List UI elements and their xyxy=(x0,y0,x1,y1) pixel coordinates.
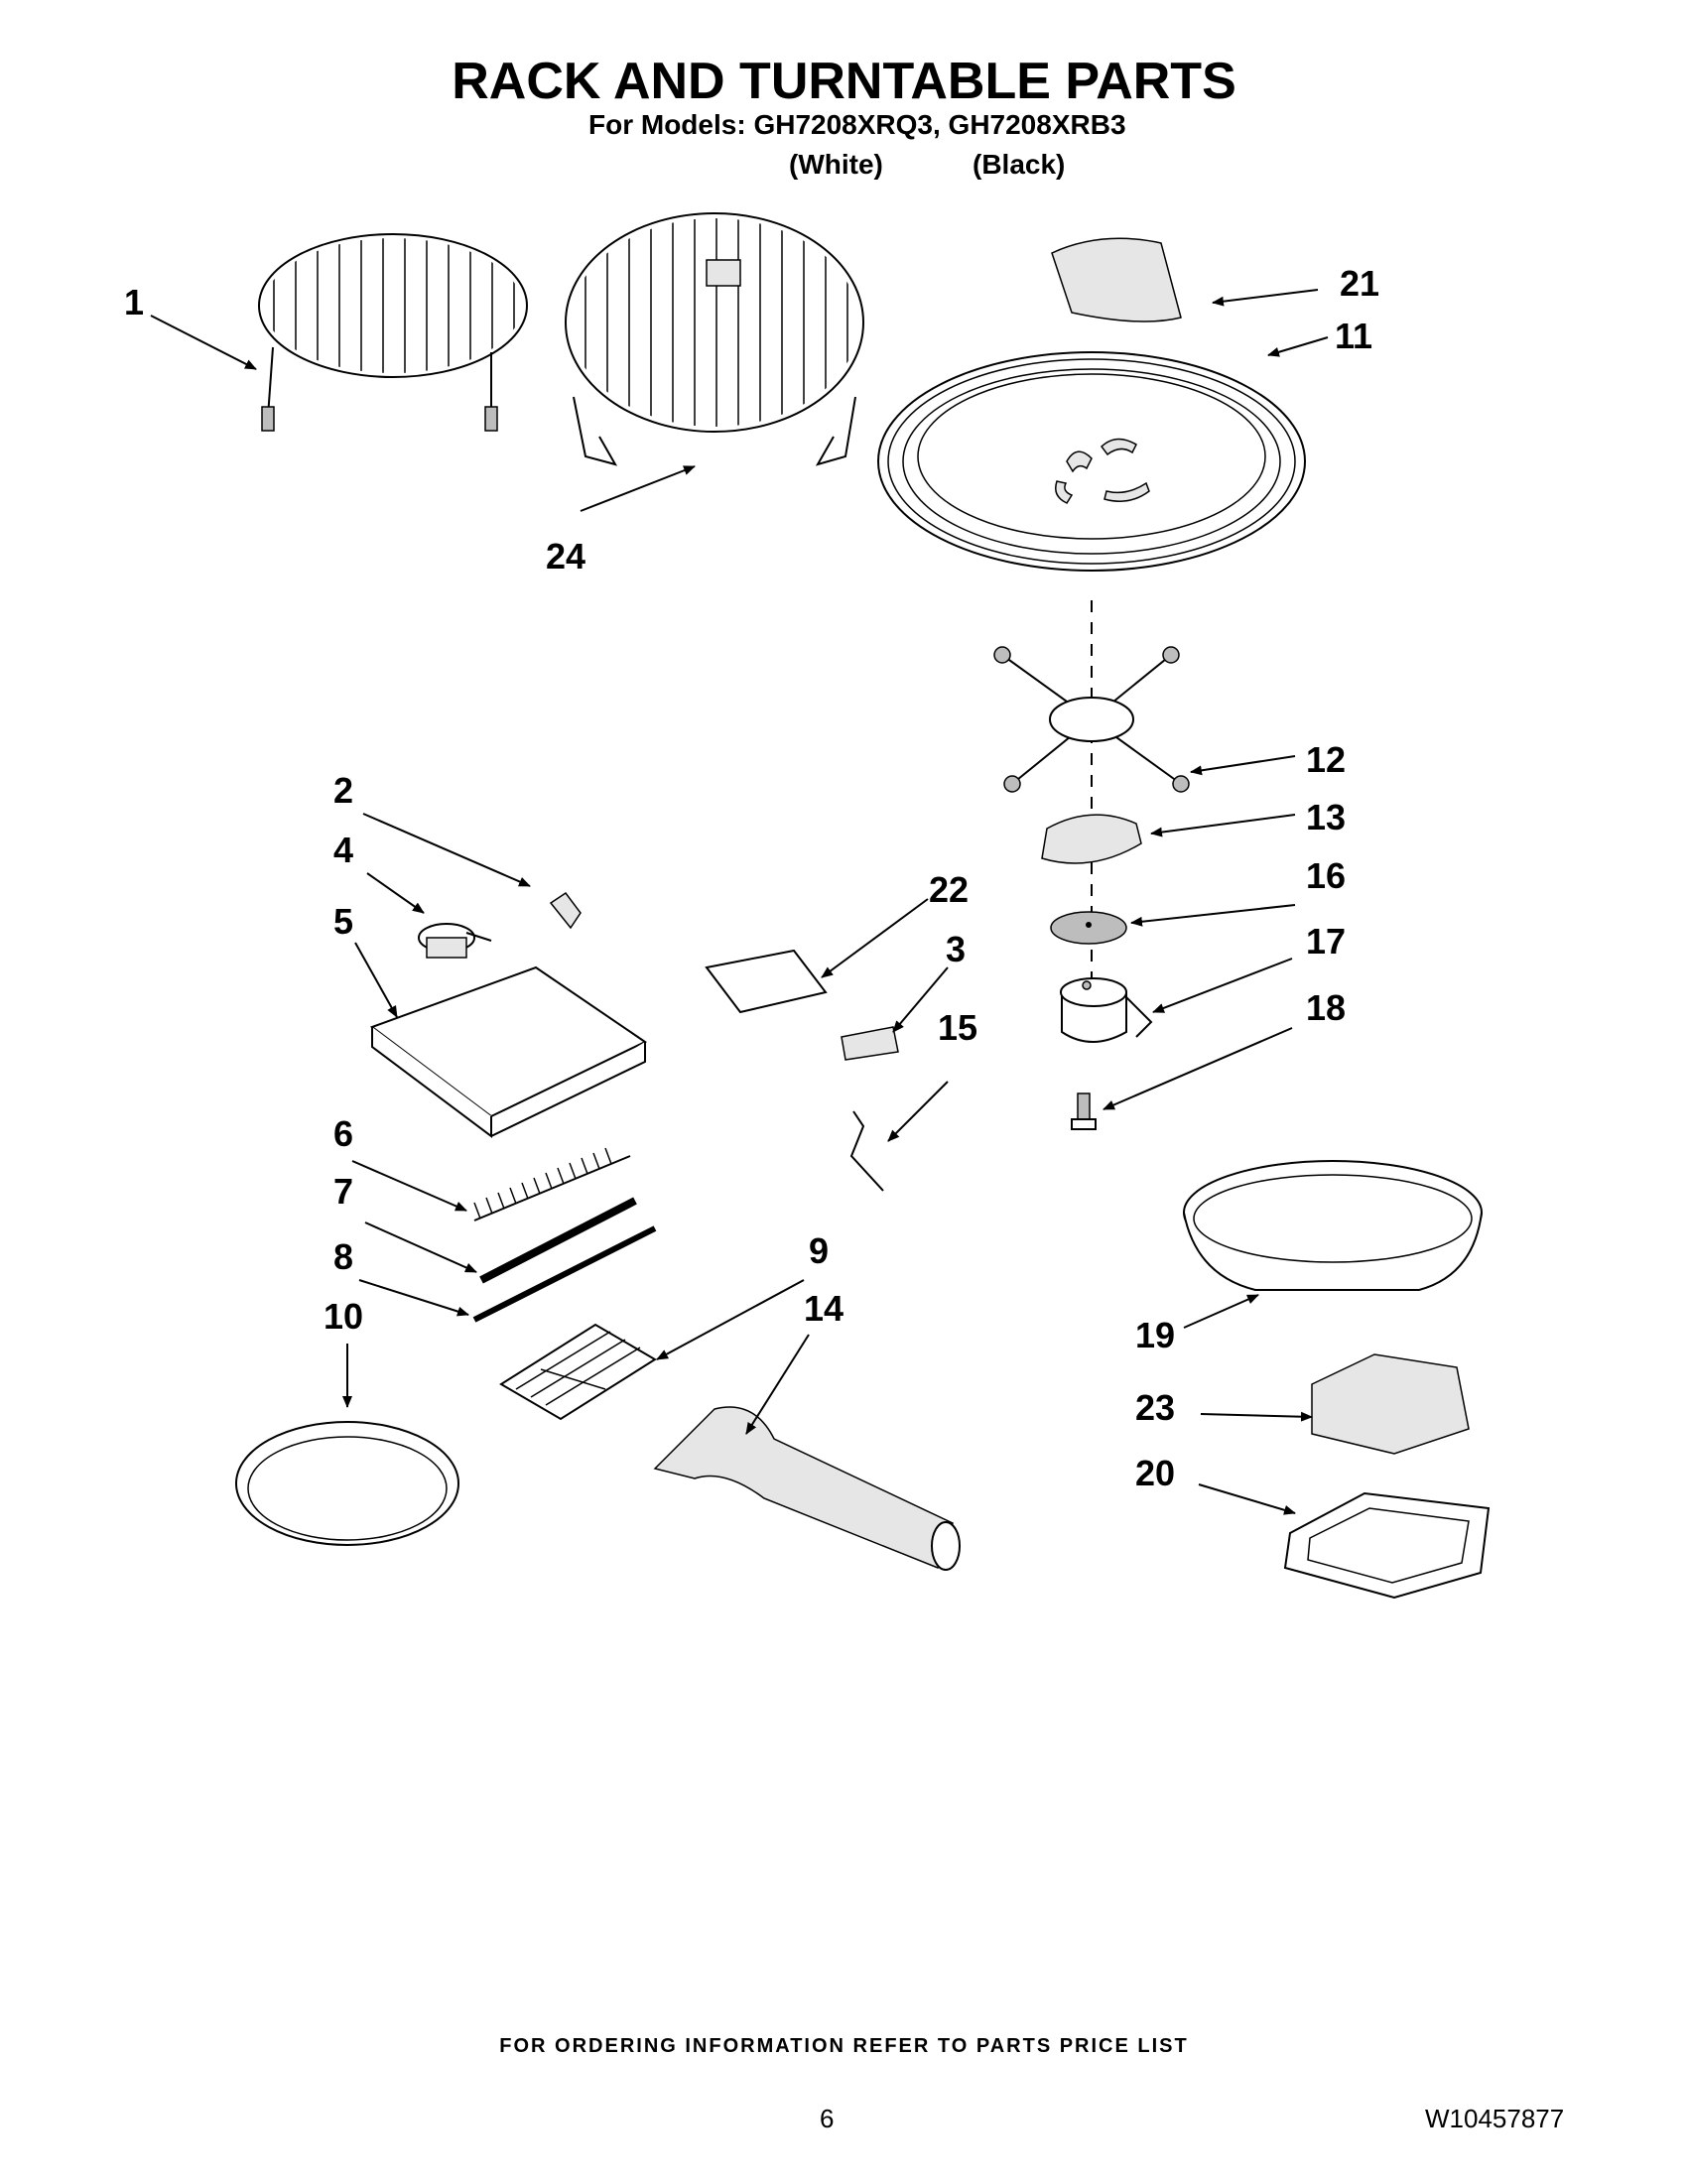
part-11-turntable xyxy=(877,351,1306,572)
callout-22: 22 xyxy=(929,869,970,910)
callout-23: 23 xyxy=(1135,1387,1176,1428)
callout-10: 10 xyxy=(324,1296,364,1337)
callout-3: 3 xyxy=(946,929,967,969)
part-21-pad xyxy=(1051,237,1182,322)
part-23-pad xyxy=(1311,1353,1470,1455)
callout-5: 5 xyxy=(333,901,354,942)
callout-15: 15 xyxy=(938,1007,978,1048)
callout-6: 6 xyxy=(333,1113,354,1154)
part-7-heater-tube xyxy=(479,1197,637,1284)
callout-24: 24 xyxy=(546,536,586,577)
callout-2: 2 xyxy=(333,770,354,811)
leader-lines xyxy=(150,289,1329,1515)
part-14-handle xyxy=(653,1406,961,1571)
callout-11: 11 xyxy=(1335,316,1373,356)
page-title: RACK AND TURNTABLE PARTS xyxy=(452,53,1236,110)
part-18-screw xyxy=(1071,1092,1097,1130)
callout-20: 20 xyxy=(1135,1453,1176,1493)
page-number: 6 xyxy=(820,2104,835,2133)
part-1-low-rack xyxy=(258,233,528,432)
callout-13: 13 xyxy=(1306,797,1347,837)
models-line: For Models: GH7208XRQ3, GH7208XRB3 xyxy=(588,109,1126,140)
variant-black: (Black) xyxy=(973,149,1066,180)
callout-18: 18 xyxy=(1306,987,1347,1028)
part-2-connector xyxy=(549,891,582,930)
part-16-washer xyxy=(1050,911,1127,945)
part-9-heater-guard xyxy=(499,1323,657,1421)
part-20-tray xyxy=(1283,1491,1491,1600)
callout-16: 16 xyxy=(1306,855,1347,896)
part-13-coupler xyxy=(1041,814,1142,864)
part-12-roller-support xyxy=(993,646,1190,793)
part-3-latch xyxy=(841,1026,899,1061)
part-8-heater-rod xyxy=(472,1225,657,1323)
part-17-motor xyxy=(1060,977,1153,1043)
callout-21: 21 xyxy=(1340,263,1380,304)
part-22-plate xyxy=(705,949,828,1014)
callout-12: 12 xyxy=(1306,739,1347,780)
part-4-thermostat xyxy=(418,923,492,959)
callout-1: 1 xyxy=(124,282,145,322)
part-10-crisper-pan xyxy=(235,1421,459,1546)
ordering-note: FOR ORDERING INFORMATION REFER TO PARTS … xyxy=(499,2035,1189,2057)
part-6-heater-comb xyxy=(473,1147,631,1221)
callout-9: 9 xyxy=(809,1230,830,1271)
callout-17: 17 xyxy=(1306,921,1347,962)
part-15-spring xyxy=(849,1110,884,1192)
document-number: W10457877 xyxy=(1425,2104,1565,2133)
callout-14: 14 xyxy=(804,1288,844,1329)
callout-7: 7 xyxy=(333,1171,354,1212)
callout-19: 19 xyxy=(1135,1315,1176,1355)
part-24-high-rack xyxy=(565,212,864,466)
variant-white: (White) xyxy=(789,149,883,180)
part-5-grill-cover xyxy=(369,965,647,1138)
callout-4: 4 xyxy=(333,830,354,870)
callout-8: 8 xyxy=(333,1236,354,1277)
part-19-bowl xyxy=(1183,1160,1483,1291)
